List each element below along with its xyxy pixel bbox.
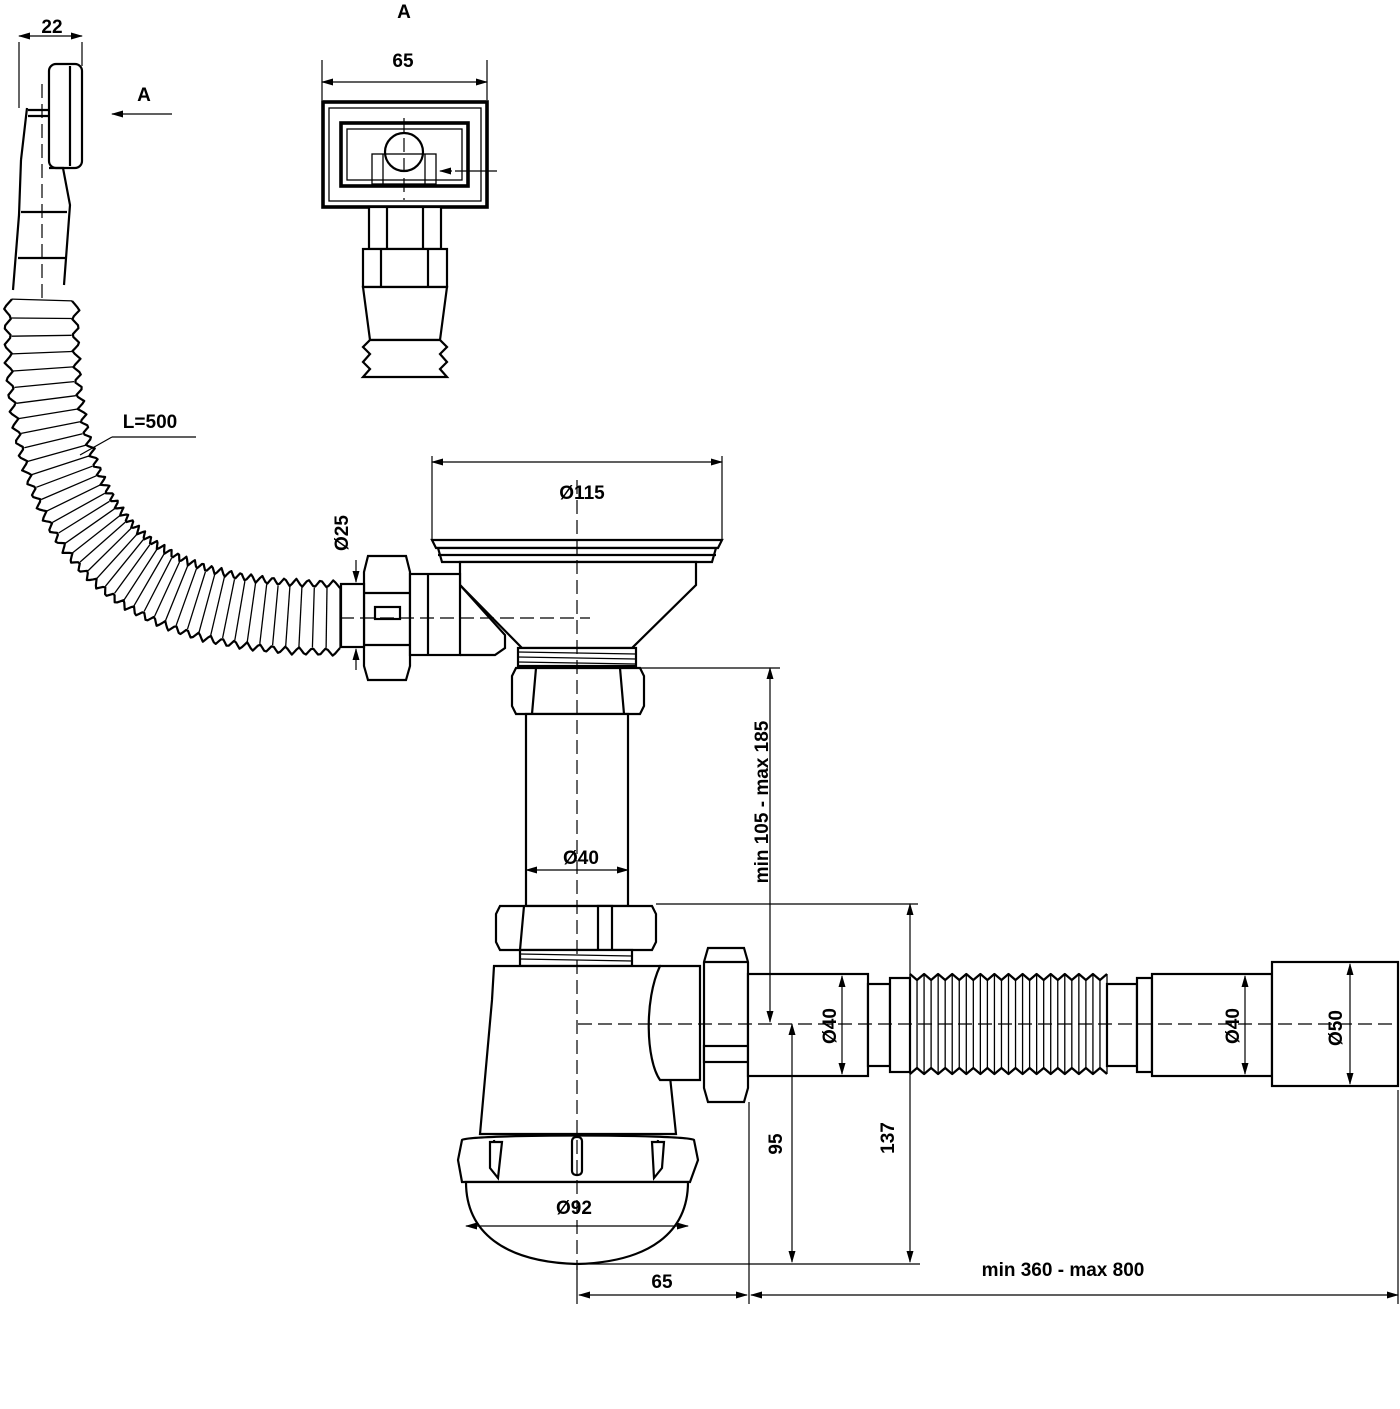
dim-hose-length: L=500 — [123, 412, 177, 433]
outlet-end-sleeve — [1105, 960, 1400, 1088]
view-a-arrow-label: A — [137, 85, 151, 106]
outlet-nut — [702, 946, 750, 1104]
dim-hose-diameter: Ø25 — [332, 515, 353, 551]
bottle-trap-body — [456, 964, 702, 1266]
view-a-title: A — [397, 2, 411, 23]
outlet-corrugated-hose — [909, 972, 1108, 1076]
lower-nut — [494, 904, 658, 968]
dim-end-diameter: Ø50 — [1326, 1010, 1347, 1046]
dim-height-range: min 105 - max 185 — [752, 720, 773, 883]
dim-hose-outlet-diameter: Ø40 — [1223, 1008, 1244, 1044]
center-lines — [340, 118, 1398, 1270]
dim-bowl-diameter: Ø115 — [559, 483, 605, 504]
dim-offset: 65 — [651, 1272, 673, 1293]
overflow-assembly — [11, 32, 172, 300]
dim-trap-diameter: Ø92 — [556, 1198, 592, 1219]
overflow-corrugated-hose — [3, 298, 341, 657]
dim-overflow-width: 22 — [41, 17, 62, 38]
hose-length-leader — [79, 436, 196, 456]
dim-outlet-height: 95 — [766, 1133, 787, 1155]
view-a-detail — [321, 60, 497, 379]
dim-tube-diameter: Ø40 — [563, 848, 599, 869]
dim-total-height: 137 — [878, 1122, 899, 1154]
dimension-lines — [576, 667, 1399, 1304]
dim-view-width: 65 — [392, 51, 414, 72]
dim-length-range: min 360 - max 800 — [982, 1260, 1145, 1281]
upper-nut — [510, 666, 646, 716]
dim-outlet-diameter: Ø40 — [820, 1008, 841, 1044]
